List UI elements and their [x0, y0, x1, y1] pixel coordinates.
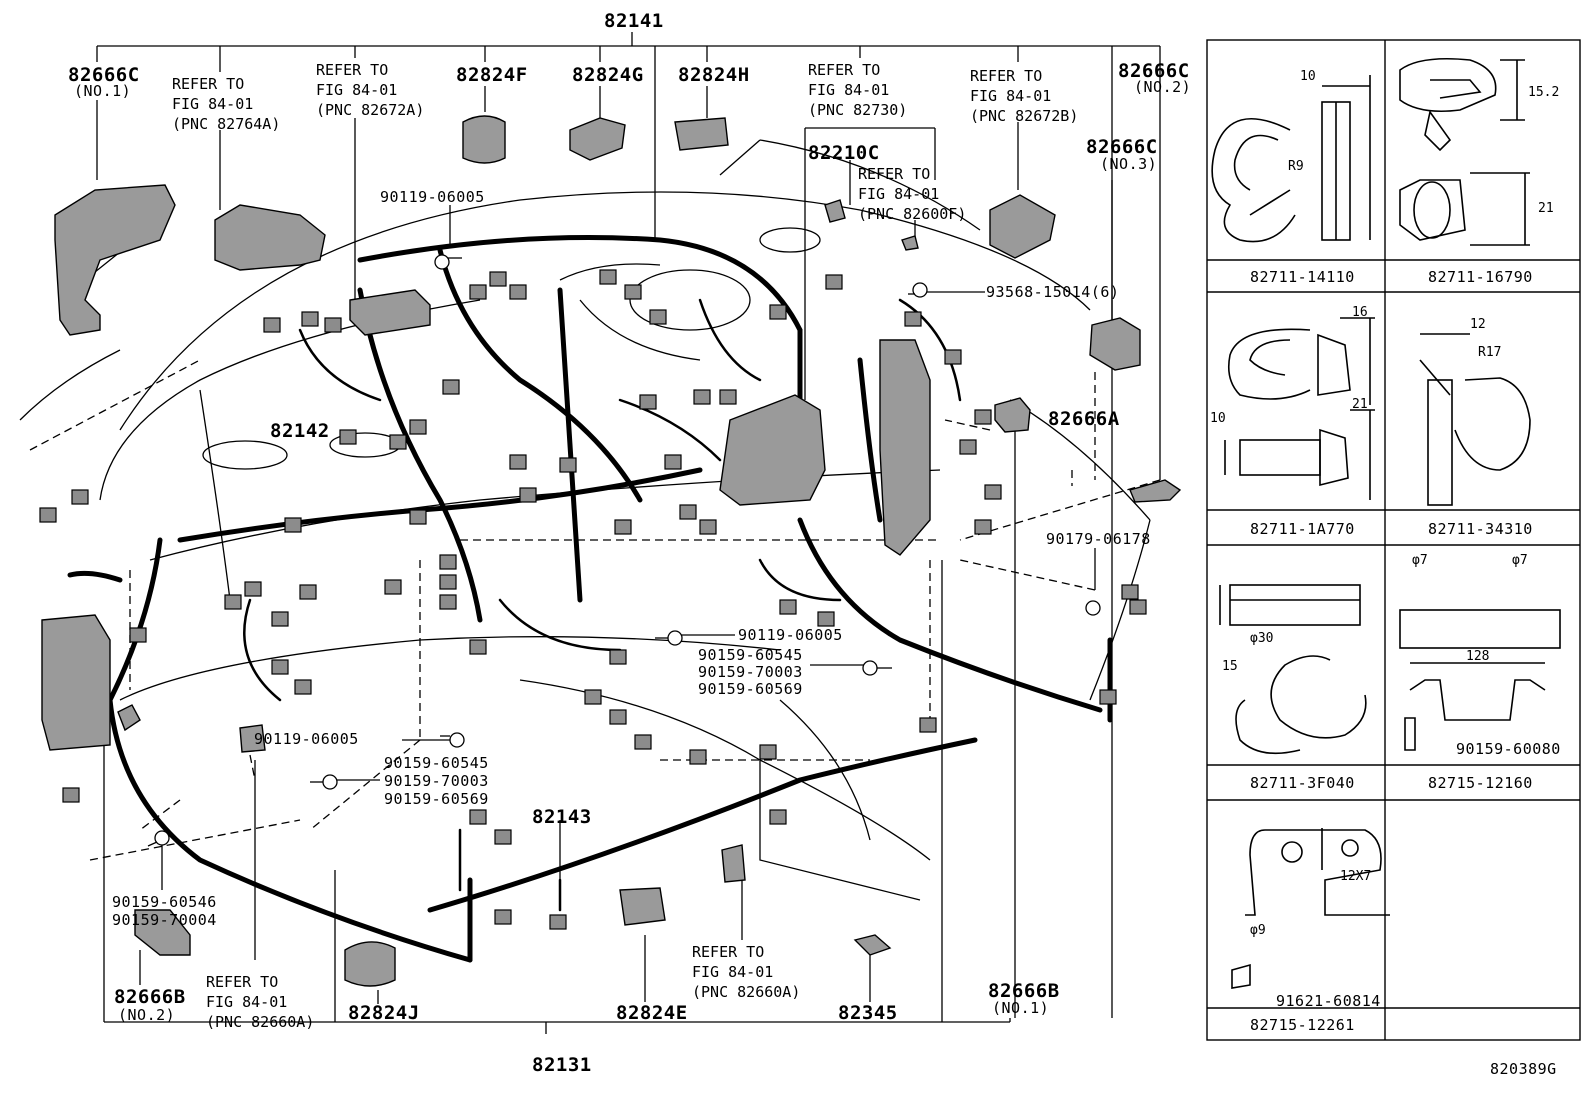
ref-pnc-82672a: REFER TO FIG 84-01 (PNC 82672A) [316, 61, 425, 119]
clip-12261-dim-hole: φ9 [1250, 923, 1266, 938]
clip-caption-82715-12261: 82715-12261 [1250, 1016, 1355, 1034]
clip-caption-82715-12160: 82715-12160 [1428, 774, 1533, 792]
part-82666c-no1-sub: (NO.1) [74, 82, 132, 100]
fastener-93568-15014: 93568-15014(6) [986, 283, 1120, 301]
fastener-90159-70004: 90159-70004 [112, 911, 217, 929]
part-82666c-no2: 82666C [1118, 60, 1190, 82]
fastener-90159-60080: 90159-60080 [1456, 740, 1561, 758]
clip-14110-dim-width: 10 [1300, 69, 1316, 84]
part-82824j: 82824J [348, 1002, 420, 1024]
figure-code: 820389G [1490, 1060, 1557, 1078]
part-82824f: 82824F [456, 64, 528, 86]
clip-caption-82711-16790: 82711-16790 [1428, 268, 1533, 286]
ref-pnc-82764a: REFER TO FIG 84-01 (PNC 82764A) [172, 75, 281, 133]
clip-1a770-dim-right: 21 [1352, 397, 1368, 412]
clip-16790-dim-length: 21 [1538, 201, 1554, 216]
part-82824g: 82824G [572, 64, 644, 86]
fastener-90159-70003-mid: 90159-70003 [698, 663, 803, 681]
part-82345: 82345 [838, 1002, 898, 1024]
fastener-90179-06178: 90179-06178 [1046, 530, 1151, 548]
clip-1a770-dim-left: 10 [1210, 411, 1226, 426]
fastener-91621-60814: 91621-60814 [1276, 992, 1381, 1010]
clip-3f040-dim-height: 15 [1222, 659, 1238, 674]
clip-caption-82711-34310: 82711-34310 [1428, 520, 1533, 538]
part-82141: 82141 [604, 10, 664, 32]
clip-12160-dim-hole-left: φ7 [1412, 553, 1428, 568]
ref-pnc-82672b: REFER TO FIG 84-01 (PNC 82672B) [970, 67, 1079, 125]
clip-12160-dim-hole-right: φ7 [1512, 553, 1528, 568]
part-82666c-no1: 82666C [68, 64, 140, 86]
ref-pnc-82600f: REFER TO FIG 84-01 (PNC 82600F) [858, 165, 967, 223]
fastener-90159-70003-low: 90159-70003 [384, 772, 489, 790]
clip-34310-dim-radius: R17 [1478, 345, 1502, 360]
part-82210c: 82210C [808, 142, 880, 164]
ref-pnc-82730: REFER TO FIG 84-01 (PNC 82730) [808, 61, 908, 119]
clip-1a770-dim-top: 16 [1352, 305, 1368, 320]
clip-3f040-dim-diameter: φ30 [1250, 631, 1274, 646]
fastener-90159-60569-mid: 90159-60569 [698, 680, 803, 698]
part-82824h: 82824H [678, 64, 750, 86]
clip-34310-dim-width: 12 [1470, 317, 1486, 332]
part-82131: 82131 [532, 1054, 592, 1076]
clip-14110-dim-radius: R9 [1288, 159, 1304, 174]
part-82666b-no1: 82666B [988, 980, 1060, 1002]
clip-12160-dim-length: 128 [1466, 649, 1490, 664]
part-82666b-no2-sub: (NO.2) [118, 1006, 176, 1024]
clip-caption-82711-3f040: 82711-3F040 [1250, 774, 1355, 792]
part-82666a: 82666A [1048, 408, 1120, 430]
part-82666c-no2-sub: (NO.2) [1134, 78, 1192, 96]
part-82666c-no3-sub: (NO.3) [1100, 155, 1158, 173]
clip-caption-82711-14110: 82711-14110 [1250, 268, 1355, 286]
ref-pnc-82660a-left: REFER TO FIG 84-01 (PNC 82660A) [206, 973, 315, 1031]
clip-caption-82711-1a770: 82711-1A770 [1250, 520, 1355, 538]
clip-12261-dim-slot: 12X7 [1340, 869, 1372, 884]
fastener-90159-60545-low: 90159-60545 [384, 754, 489, 772]
part-82143: 82143 [532, 806, 592, 828]
fastener-90159-60546: 90159-60546 [112, 893, 217, 911]
fastener-90119-06005-mid: 90119-06005 [738, 626, 843, 644]
part-82824e: 82824E [616, 1002, 688, 1024]
part-82666b-no2: 82666B [114, 986, 186, 1008]
fastener-90119-06005-low: 90119-06005 [254, 730, 359, 748]
part-82142: 82142 [270, 420, 330, 442]
part-82666c-no3: 82666C [1086, 136, 1158, 158]
fastener-90119-06005-top: 90119-06005 [380, 188, 485, 206]
fastener-90159-60569-low: 90159-60569 [384, 790, 489, 808]
clip-16790-dim-height: 15.2 [1528, 85, 1560, 100]
fastener-90159-60545-mid: 90159-60545 [698, 646, 803, 664]
ref-pnc-82660a-mid: REFER TO FIG 84-01 (PNC 82660A) [692, 943, 801, 1001]
part-82666b-no1-sub: (NO.1) [992, 999, 1050, 1017]
